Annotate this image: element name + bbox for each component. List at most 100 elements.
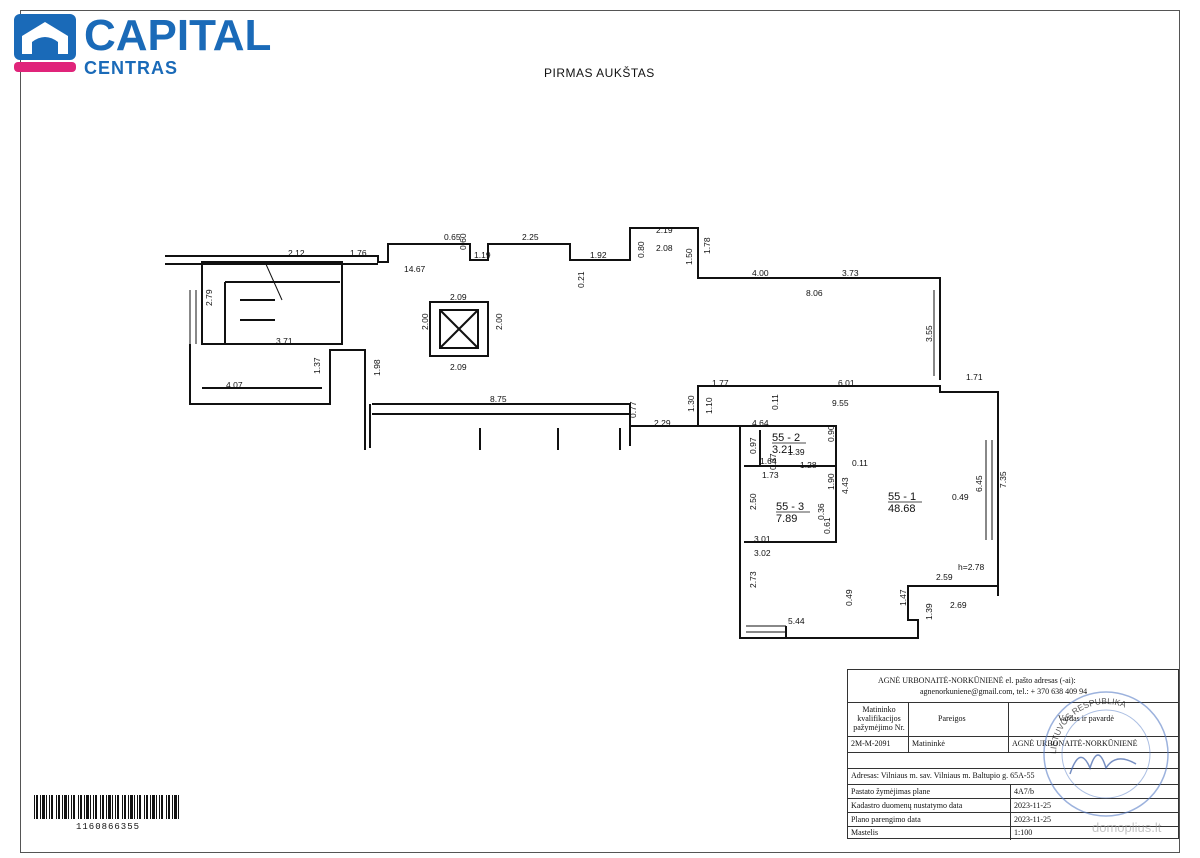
barcode-bar: [108, 795, 111, 819]
dimension-label: 1.39: [788, 447, 805, 457]
dimension-label: 0.49: [952, 492, 969, 502]
dimension-label: 0.21: [576, 271, 586, 288]
dimension-label: 1.76: [350, 248, 367, 258]
name-header: Vardas ir pavardė: [1058, 714, 1114, 723]
dimension-label: 4.64: [752, 418, 769, 428]
dimension-label: 0.11: [770, 394, 780, 410]
barcode-bar: [49, 795, 50, 819]
dimension-label: 2.00: [494, 313, 504, 330]
barcode-bar: [144, 795, 145, 819]
barcode-bar: [117, 795, 119, 819]
dimension-label: 2.19: [656, 225, 673, 235]
row-label: Plano parengimo data: [851, 815, 921, 824]
dimension-label: 1.90: [826, 473, 836, 490]
barcode-bar: [62, 795, 63, 819]
barcode-bar: [34, 795, 35, 819]
row-label: Pastato žymėjimas plane: [851, 787, 931, 796]
dimension-label: 0.97: [748, 437, 758, 454]
dimension-label: 1.78: [702, 237, 712, 254]
dimension-label: 2.12: [288, 248, 305, 258]
barcode-bar: [95, 795, 97, 819]
row-value: 2023-11-25: [1014, 815, 1052, 824]
dimension-label: 0.49: [844, 589, 854, 606]
title-block: AGNĖ URBONAITĖ-NORKŪNIENĖ el. pašto adre…: [847, 669, 1179, 840]
barcode-bar: [166, 795, 167, 819]
barcode-bar: [102, 795, 104, 819]
barcode-bar: [161, 795, 163, 819]
row-label: Kadastro duomenų nustatymo data: [851, 801, 963, 810]
dimension-label: 3.02: [754, 548, 771, 558]
dimension-label: 2.09: [450, 292, 467, 302]
dimension-label: 0.80: [636, 241, 646, 258]
barcode-bar: [124, 795, 126, 819]
row-value: 2023-11-25: [1014, 801, 1052, 810]
dimension-label: 1.73: [762, 470, 779, 480]
dimension-label: 1.10: [704, 397, 714, 414]
drawing-sheet: [20, 10, 1180, 853]
dimension-label: 0.61: [822, 517, 832, 534]
name-value: AGNĖ URBONAITĖ-NORKŪNIENĖ: [1012, 739, 1138, 748]
cert-value: 2M-M-2091: [851, 739, 891, 748]
barcode-bar: [139, 795, 141, 819]
dimension-label: 4.43: [840, 477, 850, 494]
plan-windows: [189, 261, 993, 633]
dimension-label: 0.60: [458, 233, 468, 250]
barcode-bar: [112, 795, 113, 819]
cert-header: Matininko kvalifikacijos pažymėjimo Nr.: [853, 705, 905, 732]
barcode-bar: [137, 795, 138, 819]
room-area: 48.68: [888, 503, 916, 515]
dimension-label: 3.73: [842, 268, 859, 278]
contact-line: agnenorkuniene@gmail.com, tel.: + 370 63…: [920, 687, 1088, 696]
room-area: 3.21: [772, 444, 793, 456]
dimension-label: 3.01: [754, 534, 771, 544]
barcode-bar: [115, 795, 116, 819]
barcode-bar: [42, 795, 45, 819]
row-label: Mastelis: [851, 828, 879, 837]
barcode-bar: [90, 795, 91, 819]
barcode-bar: [64, 795, 67, 819]
barcode-bar: [86, 795, 89, 819]
dimension-label: 8.06: [806, 288, 823, 298]
dimension-label: 1.77: [712, 378, 729, 388]
dimension-label: 0.90: [826, 425, 836, 442]
dimension-label: 1.37: [312, 357, 322, 374]
room-id: 55 - 1: [888, 491, 916, 503]
dimension-label: 0.11: [852, 458, 868, 468]
surveyor-line: AGNĖ URBONAITĖ-NORKŪNIENĖ el. pašto adre…: [878, 676, 1076, 685]
dimension-label: 9.55: [832, 398, 849, 408]
dimension-label: 2.50: [748, 493, 758, 510]
barcode-bar: [58, 795, 60, 819]
barcode-bar: [106, 795, 107, 819]
dimension-label: 1.64: [760, 456, 777, 466]
barcode-bar: [168, 795, 170, 819]
barcode-bar: [172, 795, 173, 819]
logo-title: CAPITAL: [84, 11, 272, 60]
dimension-label: 1.30: [686, 395, 696, 412]
dimension-label: 2.29: [654, 418, 671, 428]
barcode-bar: [122, 795, 123, 819]
dimension-label: 14.67: [404, 264, 426, 274]
dimension-label: 2.25: [522, 232, 539, 242]
dimension-label: 0.37: [768, 453, 778, 470]
barcode-bar: [159, 795, 160, 819]
barcode-bar: [51, 795, 53, 819]
house-icon: [14, 14, 76, 72]
barcode-bar: [128, 795, 129, 819]
barcode-bar: [56, 795, 57, 819]
barcode-bar: [146, 795, 148, 819]
plan-walls: [165, 227, 999, 639]
dimension-label: 2.73: [748, 571, 758, 588]
dimension-label: 0.77: [628, 401, 638, 418]
dimension-label: 5.44: [788, 616, 805, 626]
barcode-bar: [80, 795, 82, 819]
barcode-bar: [156, 795, 157, 819]
dimension-label: 1.39: [924, 603, 934, 620]
dimension-label: 7.35: [998, 471, 1008, 488]
row-value: 4A7/b: [1014, 787, 1034, 796]
svg-text:LIETUVOS RESPUBLIKA: LIETUVOS RESPUBLIKA: [1048, 696, 1128, 754]
dimension-label: 1.50: [684, 248, 694, 265]
dimension-label: 2.08: [656, 243, 673, 253]
